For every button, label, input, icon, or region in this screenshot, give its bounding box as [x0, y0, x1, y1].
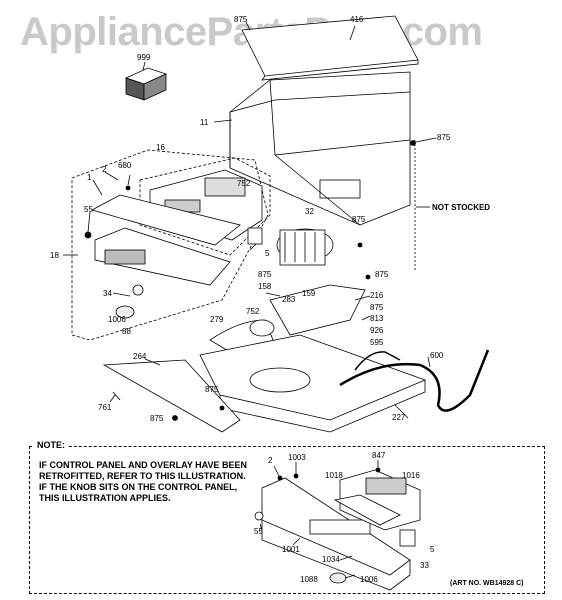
part-label: 34 [103, 289, 112, 298]
part-label: 752 [237, 179, 251, 188]
inset-label: 33 [420, 561, 429, 570]
inset-label: 847 [372, 451, 386, 460]
part-label: 264 [133, 352, 147, 361]
inset-label: 1006 [360, 575, 378, 584]
inset-label: 1001 [282, 545, 300, 554]
part-label: 18 [50, 251, 59, 260]
note-title: NOTE: [33, 440, 69, 450]
part-label: 875 [258, 270, 272, 279]
board-group-outline [139, 157, 271, 256]
part-label: 16 [156, 143, 165, 152]
note-text: IF CONTROL PANEL AND OVERLAY HAVE BEEN R… [39, 460, 248, 503]
inset-label: 1088 [300, 575, 318, 584]
part-label: 158 [258, 282, 272, 291]
inset-label: 1003 [288, 453, 306, 462]
inset-label: 1018 [325, 471, 343, 480]
front-strip [102, 359, 241, 433]
control-assembly-outline [71, 149, 269, 341]
control-panel [94, 227, 231, 286]
part-label: 216 [370, 291, 384, 300]
part-label: 159 [302, 289, 316, 298]
inset-label: 2 [268, 456, 273, 465]
part-label: 926 [370, 326, 384, 335]
wire-harness [339, 349, 490, 412]
part-label: 279 [210, 315, 224, 324]
part-label: 88 [122, 327, 131, 336]
front-trim [90, 194, 241, 246]
inset-label: 55 [254, 527, 263, 536]
part-label: 2 [102, 165, 107, 174]
part-label: 1 [87, 173, 92, 182]
bottom-pan [199, 334, 427, 421]
part-label: 875 [375, 270, 389, 279]
part-label: 283 [282, 295, 296, 304]
inset-label: 5 [430, 545, 435, 554]
part-label: 600 [430, 351, 444, 360]
part-label: 680 [118, 161, 132, 170]
part-label: 752 [246, 307, 260, 316]
inset-label: 1016 [402, 471, 420, 480]
inset-overlay [333, 494, 401, 526]
part-label: 875 [352, 215, 366, 224]
part-label: 55 [84, 205, 93, 214]
part-label: 761 [98, 403, 112, 412]
not-stocked-label: NOT STOCKED [432, 203, 490, 212]
part-label: 416 [350, 15, 364, 24]
note-box [29, 446, 545, 594]
inset-label: 1034 [322, 555, 340, 564]
part-label: 875 [370, 303, 384, 312]
part-label: 5 [265, 249, 270, 258]
part-label: 11 [200, 118, 209, 127]
part-label: 813 [370, 314, 384, 323]
art-number: (ART NO. WB14928 C) [450, 580, 524, 587]
part-label: 227 [392, 413, 406, 422]
heater-bracket [269, 284, 366, 336]
part-label: 32 [305, 207, 314, 216]
part-label: 875 [234, 15, 248, 24]
part-label: 875 [437, 133, 451, 142]
part-label: 1006 [108, 315, 126, 324]
part-label: 875 [150, 414, 164, 423]
part-label: 999 [137, 53, 151, 62]
part-label: 875 [205, 385, 219, 394]
part-label: 595 [370, 338, 384, 347]
